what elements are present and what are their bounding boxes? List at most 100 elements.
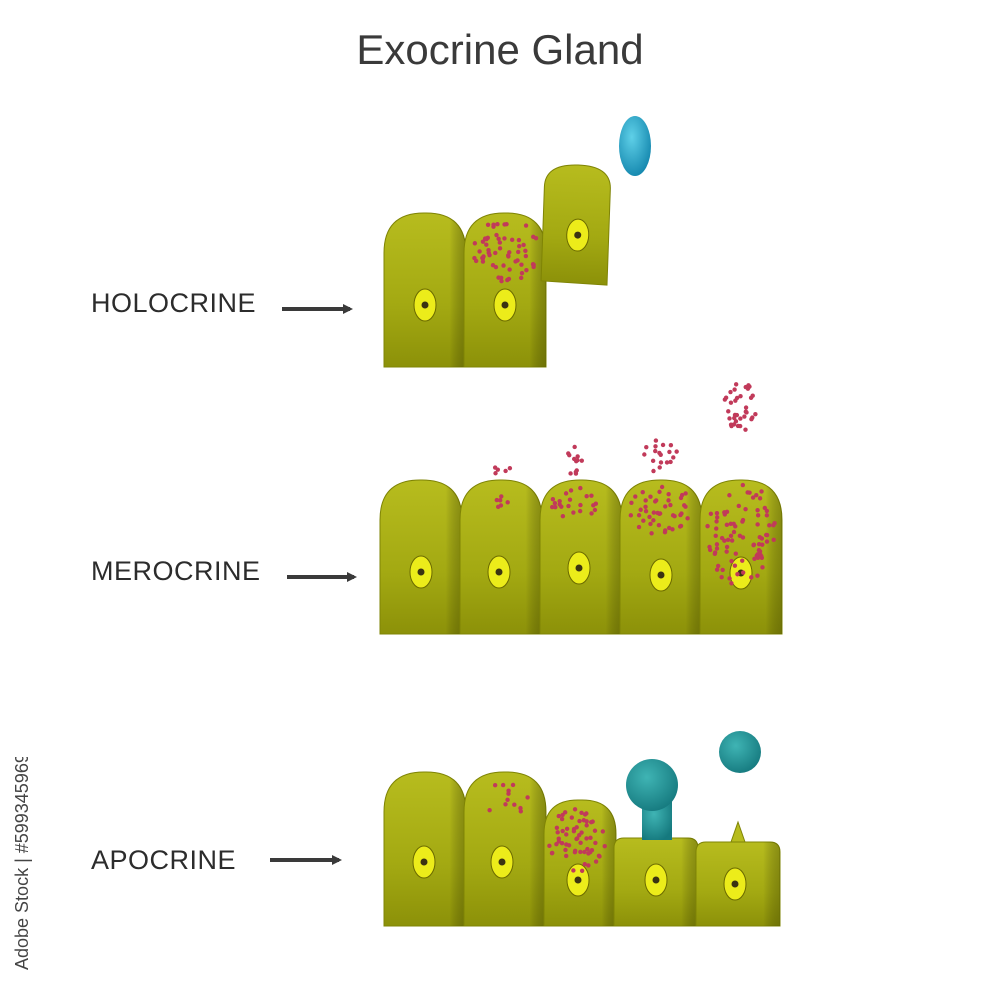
granule [505,500,510,505]
granule [759,489,764,494]
granule [755,508,760,513]
granule [754,492,759,498]
apocrine-label: APOCRINE [91,845,237,875]
granule [658,452,663,457]
granule [600,829,606,834]
granule [653,438,659,443]
granule [651,518,656,523]
granule [498,503,504,508]
granule [577,508,583,514]
apocrine-granules-3 [547,807,607,873]
granule [715,563,721,569]
nucleolus [417,568,425,576]
granule [733,382,739,387]
granule [572,850,578,855]
granule [647,514,652,520]
granule [653,448,658,454]
granule [641,518,646,523]
granule [755,513,761,518]
granule [755,522,760,527]
granule [591,503,596,508]
granule [501,263,506,268]
granule [759,553,764,559]
granule [497,240,503,245]
granule [492,783,498,788]
granule [757,549,763,554]
granule [519,270,525,276]
granule [492,465,498,470]
nucleolus [420,858,428,866]
granule [572,807,578,812]
granule [559,841,565,846]
stock-watermark: Adobe Stock | #599345969 [12,757,32,970]
granule [496,236,501,241]
granule [585,846,590,852]
granule [572,444,577,450]
granule [566,503,571,509]
granule [727,416,732,421]
granule [509,237,515,243]
granule [714,546,720,551]
granule [586,851,591,856]
granule [550,497,556,502]
diagram-title: Exocrine Gland [356,26,644,73]
granule [584,823,589,828]
granule [499,494,504,499]
granule [640,490,645,495]
holocrine-granules [472,221,539,284]
granule [723,395,729,400]
granule [666,492,671,497]
granule [729,538,735,543]
granule [707,544,712,550]
apocrine-secretion-drop [719,731,761,773]
granule [589,511,594,516]
granule [648,494,653,499]
granule [667,449,672,455]
granule [564,842,569,847]
granule [503,802,508,807]
granule [588,835,593,841]
granule [771,522,776,528]
granule [505,797,510,803]
holocrine-cells [383,116,651,368]
granule [677,524,683,529]
granule [586,863,591,868]
granule [670,527,675,532]
granule [660,442,666,448]
merocrine-release-1 [492,465,513,476]
granule [738,416,743,421]
granule [749,575,754,580]
granule [732,387,737,392]
granule [731,529,737,535]
granule [486,250,491,256]
granule [740,517,746,523]
granule [666,525,672,531]
granule [740,558,745,563]
granule [728,400,734,405]
granule [507,465,513,471]
granule [553,504,558,510]
granule [506,791,511,796]
granule [521,242,526,248]
granule [578,485,583,491]
granule [732,415,737,421]
granule [651,468,656,474]
merocrine-release-2 [566,444,584,476]
granule [523,223,529,228]
granule [518,809,523,814]
granule [584,819,589,824]
granule [482,236,488,241]
granule [668,459,673,465]
granule [577,818,582,824]
granule [712,551,718,557]
granule [653,444,658,449]
granule [507,250,512,255]
granule [651,510,657,515]
nucleolus [731,880,739,888]
granule [491,222,496,227]
granule [666,498,671,503]
granule [578,849,583,855]
granule [519,262,524,267]
granule [737,423,743,429]
